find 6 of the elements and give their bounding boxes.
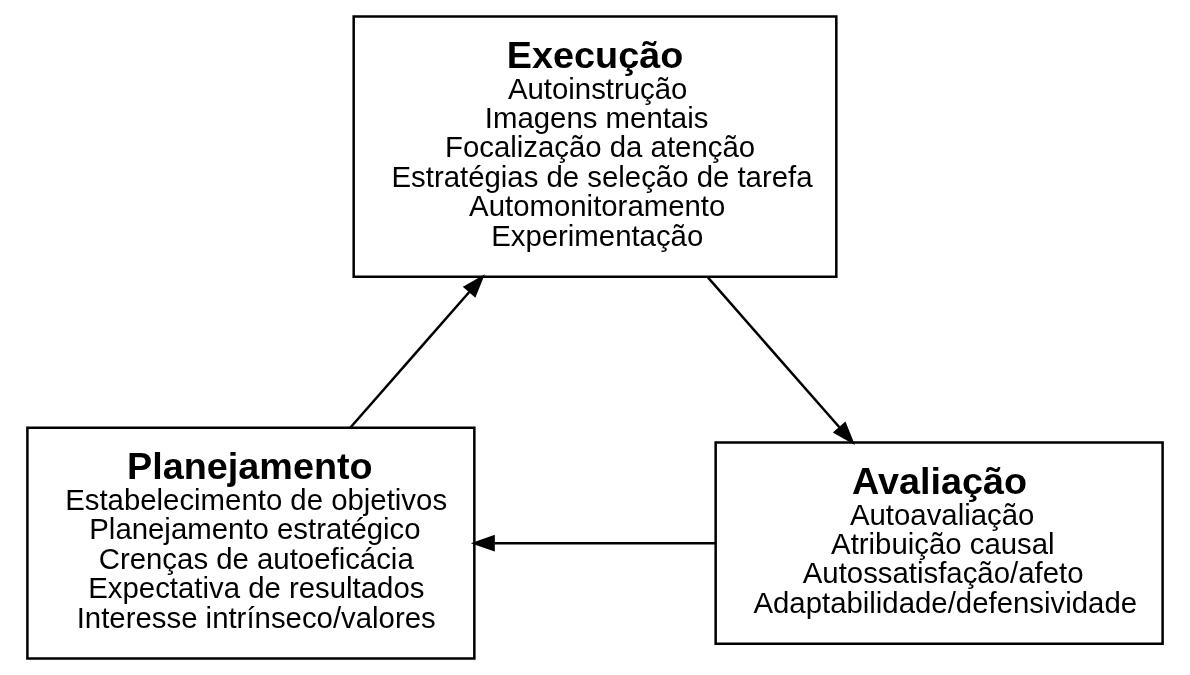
arrow xyxy=(349,274,485,429)
arrow xyxy=(706,276,855,446)
arrow xyxy=(470,534,716,552)
node-box: Execução Autoinstrução Imagens mentais Focalização da atenção Estratégias de seleção de tarefa Automonitoramento Experimentação xyxy=(352,15,838,278)
node-box: Avaliação Autoavaliação Atribuição causal Autossatisfação/afeto Adaptabilidade/defensividade xyxy=(714,441,1164,646)
node-box: Planejamento Estabelecimento de objetivos Planejamento estratégico Crenças de autoeficácia Expectativa de resultados Interesse intrínseco/valores xyxy=(26,426,476,660)
